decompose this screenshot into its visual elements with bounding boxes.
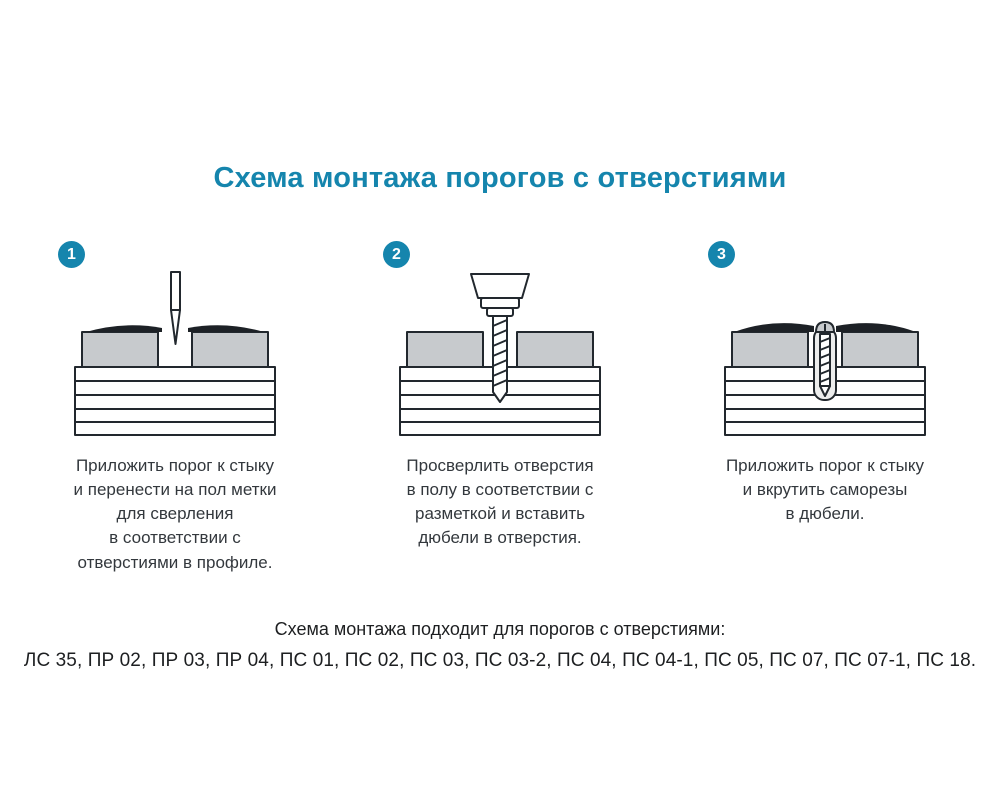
floor-covering-right [516, 331, 594, 368]
step-1-number-badge: 1 [58, 241, 85, 268]
threshold-profile-left [86, 325, 162, 332]
step-1: 1 Приложить порог к стыку и перенести на… [30, 241, 320, 575]
floor-covering-left [731, 331, 809, 368]
awl-shaft [170, 271, 181, 311]
compatible-models-list: ЛС 35, ПР 02, ПР 03, ПР 04, ПС 01, ПС 02… [23, 649, 977, 671]
awl-tip [170, 309, 181, 345]
step-2: 2 [355, 241, 645, 575]
drill-chuck [470, 273, 530, 299]
steps-row: 1 Приложить порог к стыку и перенести на… [0, 241, 1000, 575]
floor-covering-right [841, 331, 919, 368]
step-3-caption: Приложить порог к стыку и вкрутить самор… [725, 456, 925, 524]
compatibility-note-intro: Схема монтажа подходит для порогов с отв… [274, 618, 726, 639]
threshold-profile-right [188, 325, 264, 332]
step-3: 3 [680, 241, 970, 575]
screw-tip [819, 385, 831, 397]
awl-marking-illustration [74, 271, 276, 436]
compatibility-note: Схема монтажа подходит для порогов с отв… [0, 619, 1000, 672]
floor-covering-right [191, 331, 269, 368]
drill-collar-lower [486, 307, 514, 317]
drill-bit [492, 315, 508, 403]
step-1-caption: Приложить порог к стыку и перенести на п… [73, 456, 277, 572]
drill-collar-upper [480, 297, 520, 309]
floor-base [74, 366, 276, 436]
drilling-illustration [399, 273, 601, 436]
step-3-number-badge: 3 [708, 241, 735, 268]
step-2-caption: Просверлить отверстия в полу в соответст… [406, 456, 594, 548]
page-title: Схема монтажа порогов с отверстиями [213, 162, 787, 194]
floor-covering-left [406, 331, 484, 368]
floor-covering-left [81, 331, 159, 368]
threshold-profile-left [734, 323, 814, 332]
screwing-illustration [724, 321, 926, 436]
step-2-number-badge: 2 [383, 241, 410, 268]
threshold-profile-right [836, 323, 916, 332]
